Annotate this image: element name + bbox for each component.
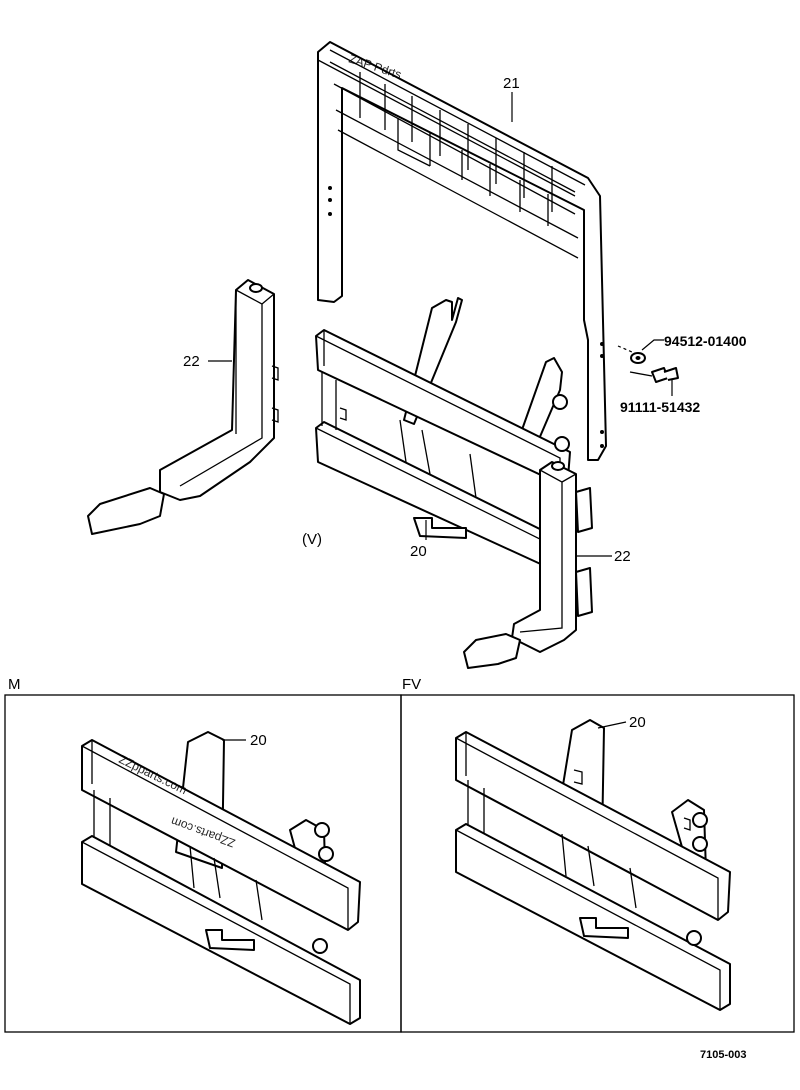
fork-left-callout: 22 [183, 353, 200, 370]
bolt-callout: 91111-51432 [620, 399, 700, 415]
panel-m-title: M [8, 676, 21, 693]
washer-leader [641, 339, 664, 351]
washer-callout: 94512-01400 [664, 333, 747, 349]
panel-fv-title: FV [402, 676, 421, 693]
fork-right-callout: 22 [614, 548, 631, 565]
bolt-part [629, 367, 679, 383]
fork-left [87, 279, 279, 535]
load-backrest [317, 41, 607, 461]
washer-dash [617, 345, 633, 353]
panel-fv-frame [400, 694, 795, 1033]
figure-code: 7105-003 [700, 1049, 747, 1061]
carriage-callout: 20 [410, 543, 427, 560]
panel-m-callout: 20 [250, 732, 267, 749]
fork-right [463, 461, 593, 669]
panel-fv-callout: 20 [629, 714, 646, 731]
panel-fv-carriage [455, 719, 731, 1011]
variant-label: (V) [302, 531, 322, 548]
carriage [315, 297, 571, 573]
panel-fv-leader [597, 721, 627, 729]
backrest-callout: 21 [503, 75, 520, 92]
panel-m-carriage [81, 731, 361, 1025]
washer-part [630, 352, 646, 364]
